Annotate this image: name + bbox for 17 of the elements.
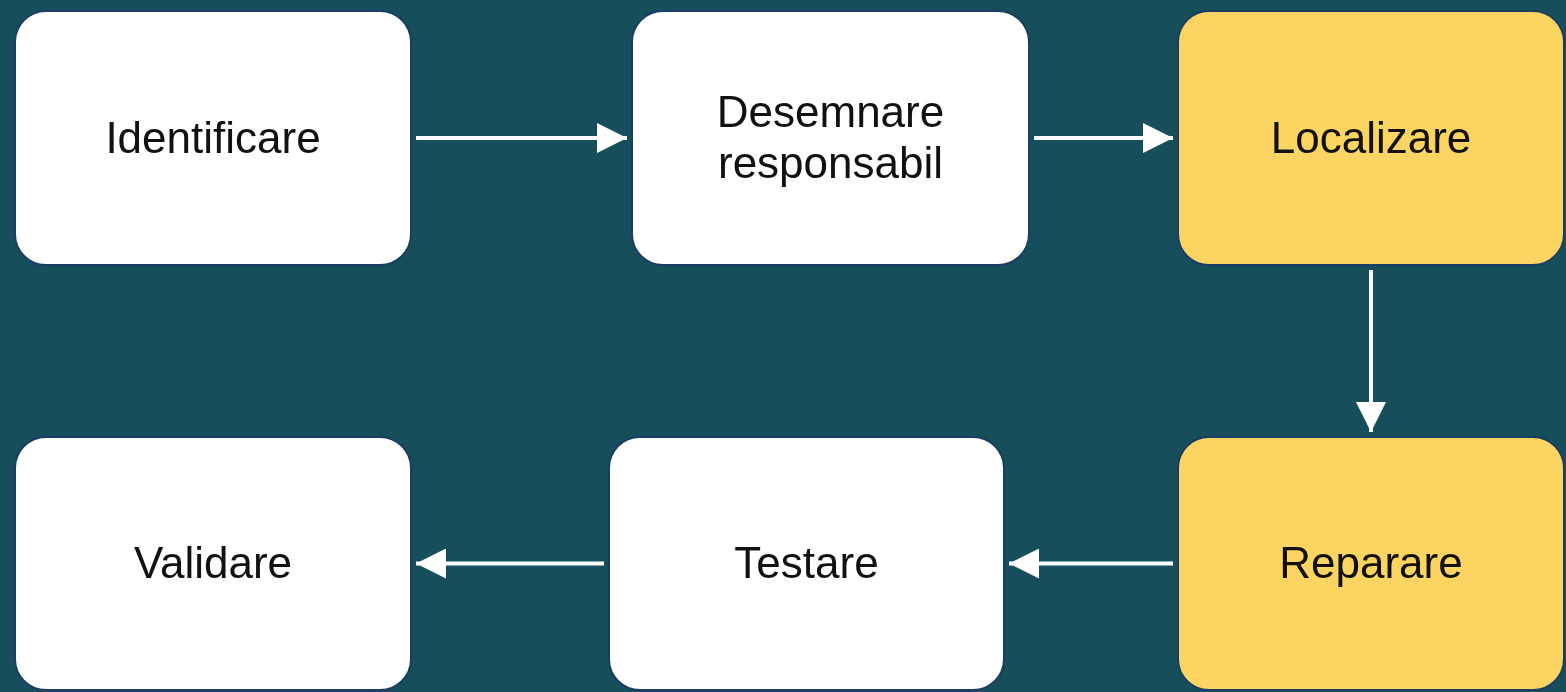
box-label: Testare (733, 538, 880, 589)
box-label: Desemnare responsabil (715, 87, 946, 189)
arrow (416, 123, 627, 153)
arrow (416, 548, 604, 579)
process-box (14, 10, 412, 266)
box-label: Validare (132, 538, 294, 589)
process-box (608, 436, 1005, 691)
process-box (14, 436, 412, 691)
arrow (1009, 548, 1173, 579)
process-box (1177, 436, 1565, 691)
box-label: Identificare (104, 112, 322, 164)
box-label: Reparare (1278, 538, 1464, 589)
process-box (1177, 10, 1565, 266)
box-label: Localizare (1269, 112, 1473, 164)
process-box (631, 10, 1030, 266)
arrow (1356, 270, 1386, 432)
arrow (1034, 123, 1173, 153)
